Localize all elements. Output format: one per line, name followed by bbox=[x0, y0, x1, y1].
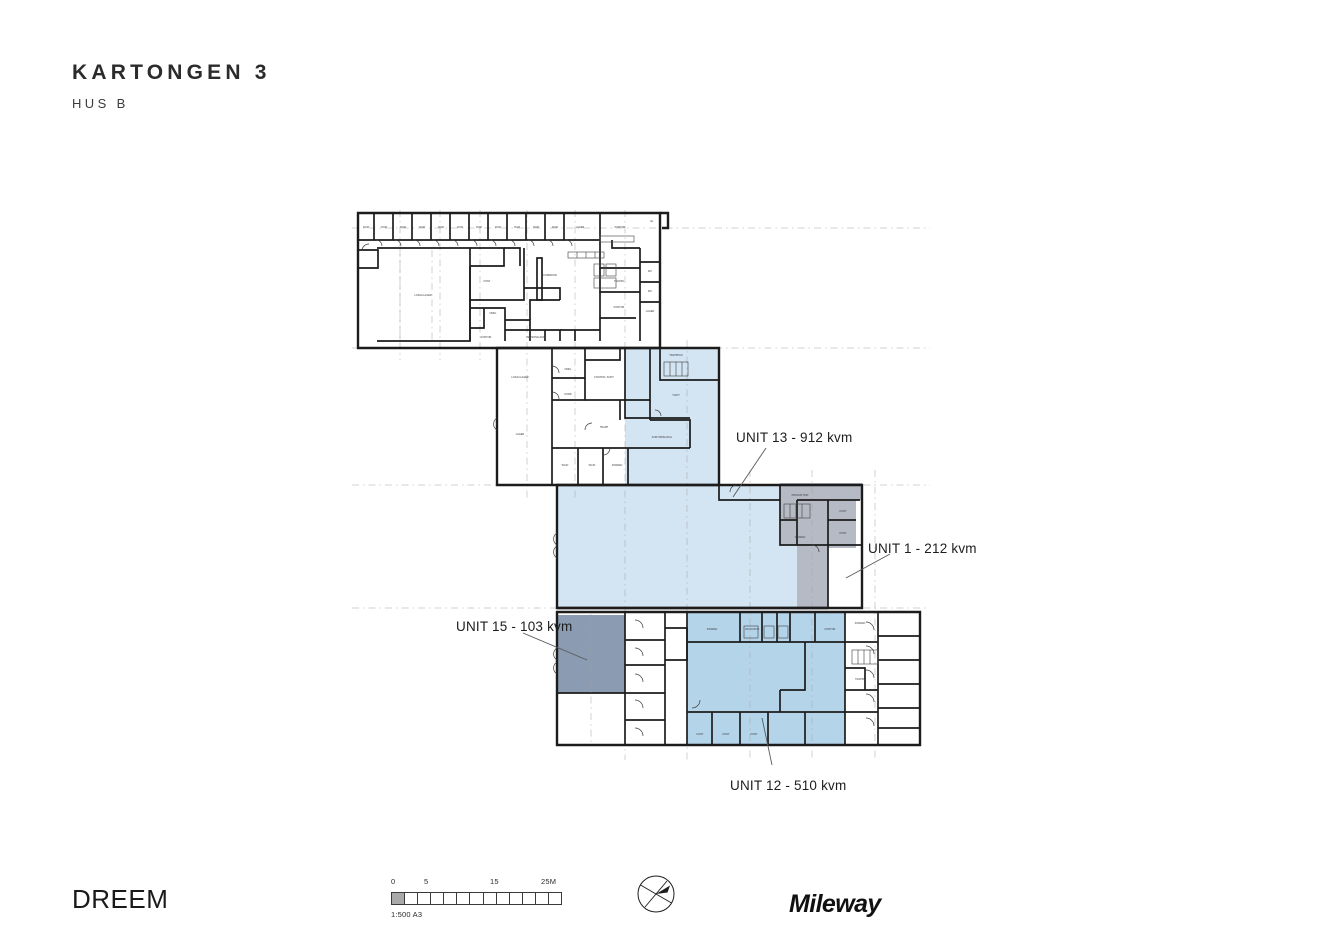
unit-13-label: UNIT 13 - 912 kvm bbox=[736, 430, 853, 445]
unit-15-label: UNIT 15 - 103 kvm bbox=[456, 619, 573, 634]
scale-segment bbox=[392, 893, 406, 904]
svg-text:KONT: KONT bbox=[840, 510, 847, 513]
svg-text:TRAPPA: TRAPPA bbox=[855, 678, 865, 681]
svg-text:LAGER: LAGER bbox=[646, 310, 655, 313]
svg-text:RUM: RUM bbox=[381, 226, 387, 229]
svg-text:RUM: RUM bbox=[514, 226, 520, 229]
scale-segment bbox=[483, 893, 497, 904]
scale-bar-graphic bbox=[391, 892, 562, 905]
svg-text:FORRAD: FORRAD bbox=[795, 536, 806, 539]
svg-text:KONTOR: KONTOR bbox=[615, 226, 626, 229]
svg-text:TRAPPA: TRAPPA bbox=[614, 280, 624, 283]
scale-ratio-label: 1:500 A3 bbox=[391, 910, 423, 919]
unit-12-fill[interactable] bbox=[687, 612, 845, 745]
north-arrow-icon bbox=[636, 874, 676, 919]
leader-unit-15 bbox=[522, 632, 588, 661]
svg-text:KONT: KONT bbox=[723, 733, 730, 736]
svg-text:OMKL: OMKL bbox=[564, 368, 572, 371]
scale-segment bbox=[444, 893, 458, 904]
middle-building-block: LOKAL/LAGER LAGER OMKL KORR KONTOR / KON… bbox=[493, 346, 721, 487]
svg-text:RUM: RUM bbox=[419, 226, 425, 229]
svg-text:RUM: RUM bbox=[533, 226, 539, 229]
svg-text:RUM: RUM bbox=[363, 226, 369, 229]
building-subtitle: HUS B bbox=[72, 96, 129, 111]
svg-text:TRAPP: TRAPP bbox=[600, 426, 609, 429]
leader-unit-12 bbox=[761, 717, 773, 766]
svg-text:LOKAL/LAGER: LOKAL/LAGER bbox=[511, 376, 528, 379]
svg-text:WC/D: WC/D bbox=[589, 464, 596, 467]
svg-text:RUM: RUM bbox=[552, 226, 558, 229]
leader-lines bbox=[522, 447, 891, 766]
main-hall-block: PRODUKTION KONT KONT FORRAD bbox=[553, 483, 864, 610]
svg-text:RUM: RUM bbox=[476, 226, 482, 229]
page-title: KARTONGEN 3 bbox=[72, 61, 271, 84]
svg-text:KONTOR: KONTOR bbox=[481, 336, 492, 339]
svg-text:LAGER: LAGER bbox=[576, 226, 585, 229]
svg-text:KONTORSLOKAL: KONTORSLOKAL bbox=[652, 436, 673, 439]
svg-text:FORRAD: FORRAD bbox=[855, 622, 866, 625]
svg-text:EL: EL bbox=[650, 220, 654, 223]
scale-tick-labels: 0 5 15 25M bbox=[391, 878, 562, 889]
svg-text:WC/D: WC/D bbox=[562, 464, 569, 467]
scale-segment bbox=[522, 893, 536, 904]
scale-segment bbox=[431, 893, 445, 904]
svg-text:KONT: KONT bbox=[840, 532, 847, 535]
leader-unit-1 bbox=[845, 553, 891, 579]
svg-text:TRAPPHUS: TRAPPHUS bbox=[669, 354, 683, 357]
scale-segment bbox=[509, 893, 523, 904]
svg-text:RUM: RUM bbox=[438, 226, 444, 229]
svg-text:KONT: KONT bbox=[751, 733, 758, 736]
svg-text:KORRIDOR: KORRIDOR bbox=[543, 274, 557, 277]
svg-text:KONT: KONT bbox=[697, 733, 704, 736]
svg-text:RUM: RUM bbox=[457, 226, 463, 229]
svg-text:KONTOR / KONT: KONTOR / KONT bbox=[594, 376, 614, 379]
page-header: KARTONGEN 3 HUS B bbox=[72, 62, 271, 110]
svg-text:FORRAD: FORRAD bbox=[707, 628, 718, 631]
svg-text:RUM: RUM bbox=[495, 226, 501, 229]
scale-segment bbox=[548, 893, 562, 904]
unit-12-label: UNIT 12 - 510 kvm bbox=[730, 778, 847, 793]
scale-segment bbox=[496, 893, 510, 904]
scale-segment bbox=[457, 893, 471, 904]
bottom-building-block: FORRAD WC/DUSCH KONTOR FORRAD TRAPPA KON… bbox=[553, 606, 922, 747]
scale-tick-0: 0 bbox=[391, 877, 396, 886]
leader-unit-13 bbox=[732, 447, 767, 498]
mileway-logo: Mileway bbox=[789, 890, 881, 918]
svg-text:WC/DUSCH: WC/DUSCH bbox=[745, 628, 759, 631]
svg-text:PRODUKTION: PRODUKTION bbox=[792, 494, 809, 497]
dreem-logo: DREEM bbox=[72, 884, 169, 914]
svg-text:PERSONALRUM: PERSONALRUM bbox=[526, 336, 545, 339]
scale-tick-15: 15 bbox=[490, 877, 499, 886]
svg-text:KONT: KONT bbox=[484, 280, 491, 283]
svg-text:TVATT: TVATT bbox=[672, 394, 680, 397]
svg-text:WC: WC bbox=[648, 270, 652, 273]
scale-tick-5: 5 bbox=[424, 877, 429, 886]
scale-segment bbox=[535, 893, 549, 904]
scale-segment bbox=[418, 893, 432, 904]
scale-segment bbox=[405, 893, 419, 904]
svg-text:RUM: RUM bbox=[400, 226, 406, 229]
svg-text:WC: WC bbox=[648, 290, 652, 293]
svg-text:KONTOR: KONTOR bbox=[825, 628, 836, 631]
svg-text:LOKAL/LAGER: LOKAL/LAGER bbox=[414, 294, 431, 297]
scale-bar: 0 5 15 25M 1:500 A3 bbox=[391, 878, 562, 919]
scale-tick-25: 25M bbox=[541, 877, 557, 886]
scale-segment bbox=[470, 893, 484, 904]
svg-text:KORR: KORR bbox=[564, 393, 571, 396]
svg-text:LAGER: LAGER bbox=[516, 433, 525, 436]
top-building-block: RUM RUM RUM RUM RUM RUM RUM RUM RUM RUM RUM LA… bbox=[356, 211, 670, 350]
unit-1-label: UNIT 1 - 212 kvm bbox=[868, 541, 977, 556]
svg-text:FORRAD: FORRAD bbox=[612, 464, 623, 467]
svg-text:OMKL: OMKL bbox=[489, 312, 497, 315]
svg-text:KONTOR: KONTOR bbox=[614, 306, 625, 309]
